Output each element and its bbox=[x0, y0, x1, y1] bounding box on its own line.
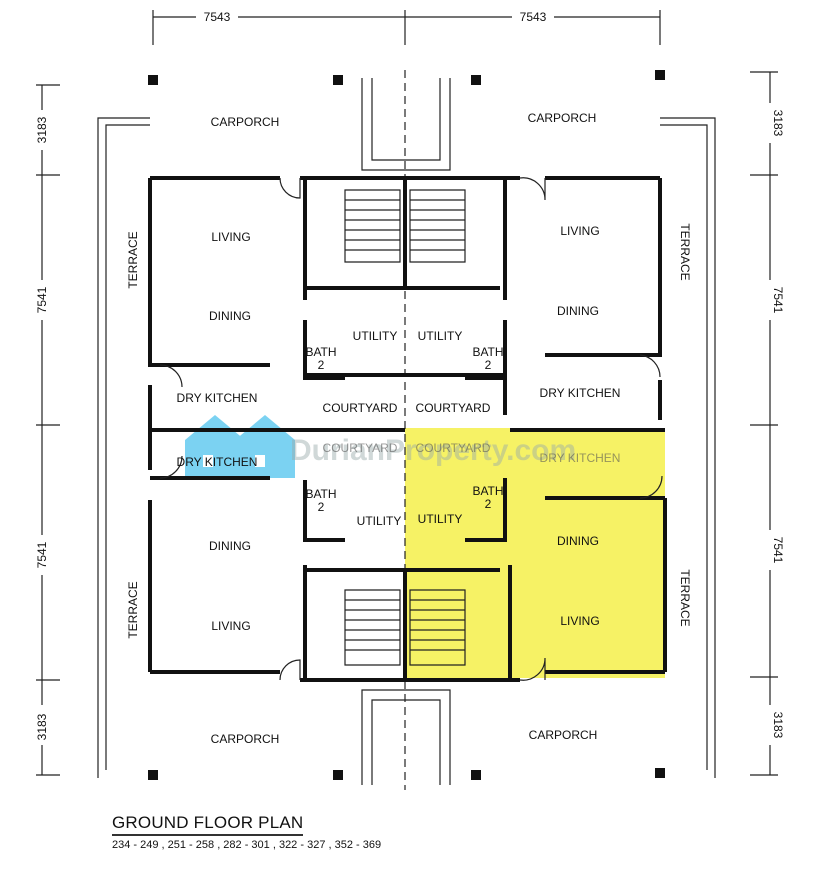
label-living: LIVING bbox=[560, 614, 599, 628]
room-labels: CARPORCH CARPORCH CARPORCH CARPORCH LIVI… bbox=[126, 111, 692, 746]
label-courtyard: COURTYARD bbox=[323, 441, 398, 455]
dim-right-2: 7541 bbox=[771, 287, 785, 314]
label-living: LIVING bbox=[560, 224, 599, 238]
label-bath: BATH bbox=[472, 484, 503, 498]
label-dry-kitchen: DRY KITCHEN bbox=[177, 391, 258, 405]
label-utility: UTILITY bbox=[357, 514, 402, 528]
label-carporch: CARPORCH bbox=[529, 728, 598, 742]
columns bbox=[148, 70, 665, 780]
label-utility: UTILITY bbox=[353, 329, 398, 343]
highlighted-unit bbox=[405, 428, 665, 678]
label-carporch: CARPORCH bbox=[211, 732, 280, 746]
walls bbox=[148, 176, 667, 682]
label-living: LIVING bbox=[211, 230, 250, 244]
label-bath-number: 2 bbox=[485, 358, 492, 372]
watermark-text: DurianProperty.com bbox=[290, 434, 576, 467]
dim-left-2: 7541 bbox=[35, 286, 49, 313]
label-bath-number: 2 bbox=[318, 500, 325, 514]
label-dry-kitchen: DRY KITCHEN bbox=[540, 451, 621, 465]
label-dry-kitchen: DRY KITCHEN bbox=[540, 386, 621, 400]
label-bath-number: 2 bbox=[485, 497, 492, 511]
label-living: LIVING bbox=[211, 619, 250, 633]
label-courtyard: COURTYARD bbox=[416, 441, 491, 455]
label-dining: DINING bbox=[209, 539, 251, 553]
dim-right-1: 3183 bbox=[771, 110, 785, 137]
label-bath: BATH bbox=[305, 487, 336, 501]
label-utility: UTILITY bbox=[418, 512, 463, 526]
dim-top-right: 7543 bbox=[520, 10, 547, 24]
label-bath: BATH bbox=[305, 345, 336, 359]
label-dining: DINING bbox=[557, 304, 599, 318]
right-dimension: 3183 7541 7541 3183 bbox=[750, 71, 785, 776]
label-terrace: TERRACE bbox=[678, 569, 692, 626]
label-dry-kitchen: DRY KITCHEN bbox=[177, 455, 258, 469]
label-dining: DINING bbox=[557, 534, 599, 548]
dim-left-1: 3183 bbox=[35, 116, 49, 143]
label-carporch: CARPORCH bbox=[528, 111, 597, 125]
label-bath-number: 2 bbox=[318, 358, 325, 372]
dim-left-3: 7541 bbox=[35, 541, 49, 568]
label-dining: DINING bbox=[209, 309, 251, 323]
top-dimension: 7543 7543 bbox=[152, 10, 661, 45]
label-carporch: CARPORCH bbox=[211, 115, 280, 129]
stairs bbox=[344, 189, 466, 666]
label-terrace: TERRACE bbox=[126, 231, 140, 288]
dim-right-4: 3183 bbox=[771, 712, 785, 739]
left-dimension: 3183 7541 7541 3183 bbox=[35, 84, 60, 776]
label-courtyard: COURTYARD bbox=[323, 401, 398, 415]
unit-numbers: 234 - 249 , 251 - 258 , 282 - 301 , 322 … bbox=[112, 839, 382, 851]
plan-title: GROUND FLOOR PLAN bbox=[112, 813, 304, 836]
label-terrace: TERRACE bbox=[126, 581, 140, 638]
doors bbox=[159, 177, 663, 681]
dim-right-3: 7541 bbox=[771, 537, 785, 564]
label-bath: BATH bbox=[472, 345, 503, 359]
label-courtyard: COURTYARD bbox=[416, 401, 491, 415]
label-terrace: TERRACE bbox=[678, 223, 692, 280]
dim-top-left: 7543 bbox=[204, 10, 231, 24]
dim-left-4: 3183 bbox=[35, 713, 49, 740]
label-utility: UTILITY bbox=[418, 329, 463, 343]
